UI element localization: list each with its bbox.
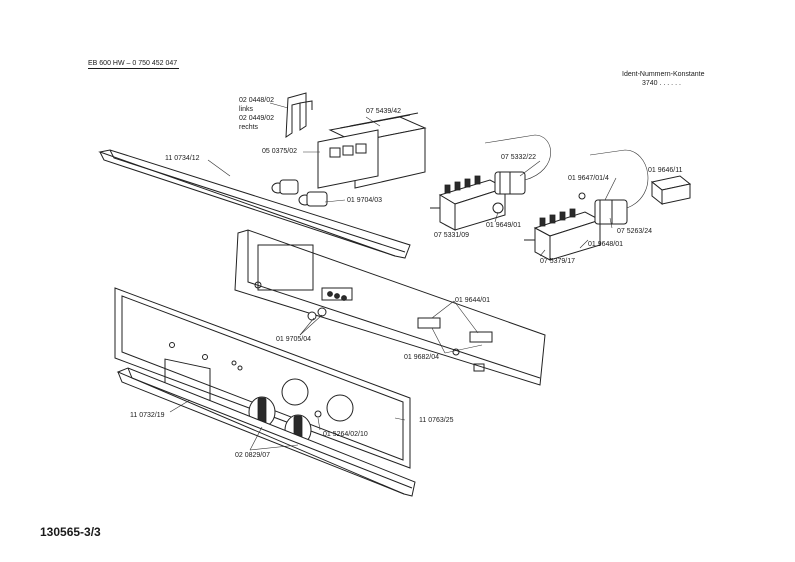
label-110732: 11 0732/19	[130, 412, 165, 419]
leader-lines	[169, 102, 617, 451]
thermostat-a	[430, 134, 551, 231]
label-019648: 01 9648/01	[588, 241, 624, 248]
trim-strip-top	[98, 149, 411, 259]
thermostat-b	[524, 149, 649, 261]
label-019644: 01 9644/01	[455, 297, 491, 304]
label-050375: 05 0375/02	[262, 148, 298, 155]
model-number: EB 600 HW – 0 750 452 047	[88, 60, 180, 69]
ident-label: Ident-Nummern-Konstante	[622, 71, 705, 78]
lamp-holders	[271, 179, 328, 207]
control-frame	[234, 229, 546, 386]
label-019705: 01 9705/04	[276, 336, 312, 343]
label-110734: 11 0734/12	[165, 155, 200, 162]
label-019647: 01 9647/01/4	[568, 175, 609, 182]
small-switch	[650, 175, 692, 206]
trim-strip-bottom	[116, 367, 416, 497]
label-110763: 11 0763/25	[419, 417, 454, 424]
ident-value: 3740 . . . . . .	[642, 80, 681, 87]
timer-unit	[317, 112, 427, 189]
document-number: 130565-3/3	[40, 525, 101, 539]
label-019646: 01 9646/11	[648, 167, 683, 174]
label-rechts: rechts	[239, 124, 259, 131]
label-020829: 02 0829/07	[235, 452, 271, 459]
label-075332: 07 5332/22	[501, 154, 537, 161]
label-075379: 07 5379/17	[540, 258, 576, 265]
label-075263: 07 5263/24	[617, 228, 653, 235]
clip-bracket	[285, 92, 313, 138]
label-075439: 07 5439/42	[366, 108, 402, 115]
label-019704: 01 9704/03	[347, 197, 383, 204]
label-links: links	[239, 106, 254, 113]
label-075331: 07 5331/09	[434, 232, 470, 239]
label-019649: 01 9649/01	[486, 222, 522, 229]
label-015264: 01 5264/02/10	[323, 431, 368, 438]
label-020448: 02 0448/02	[239, 97, 275, 104]
label-020449: 02 0449/02	[239, 115, 275, 122]
label-019682: 01 9682/04	[404, 354, 440, 361]
